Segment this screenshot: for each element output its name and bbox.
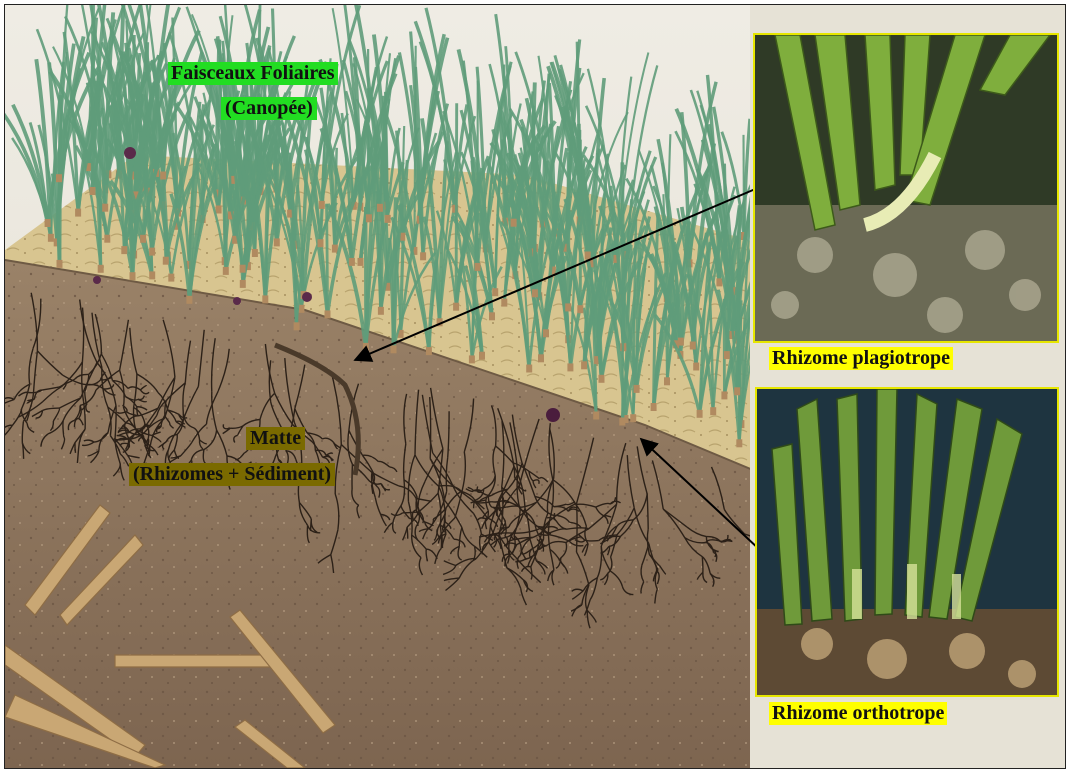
photo-rhizome-plagiotrope xyxy=(753,33,1059,343)
seagrass-leaf xyxy=(456,103,457,306)
leaf-sheath xyxy=(690,342,696,350)
label-rhizome-plagiotrope: Rhizome plagiotrope xyxy=(769,347,953,370)
leaf-sheath xyxy=(532,289,538,297)
leaf-sheath xyxy=(630,414,636,422)
leaf-sheath xyxy=(104,235,110,243)
label-matte: Matte xyxy=(246,427,305,450)
rhizome-root xyxy=(702,557,703,573)
leaf-sheath xyxy=(121,246,127,254)
leaf-sheath xyxy=(593,412,599,420)
leaf-sheath xyxy=(385,215,391,223)
leaf-sheath xyxy=(252,249,258,257)
leaf-sheath xyxy=(567,363,573,371)
leaf-sheath xyxy=(262,295,268,303)
label-faisceaux-foliaires: Faisceaux Foliaires xyxy=(168,62,338,85)
leaf-sheath xyxy=(57,260,63,268)
leaf-sheath xyxy=(298,305,304,313)
leaf-sheath xyxy=(102,204,108,212)
rhizome-root xyxy=(311,519,312,531)
leaf-sheath xyxy=(492,288,498,296)
leaf-sheath xyxy=(48,234,54,242)
leaf-sheath xyxy=(651,403,657,411)
leaf-sheath xyxy=(634,385,640,393)
leaf-sheath xyxy=(240,280,246,288)
leaf-sheath xyxy=(511,219,517,227)
leaf-sheath xyxy=(168,274,174,282)
leaf-sheath xyxy=(318,239,324,247)
leaf-sheath xyxy=(140,235,146,243)
leaf-sheath xyxy=(664,377,670,385)
leaf-sheath xyxy=(721,391,727,399)
leaf-sheath xyxy=(543,329,549,337)
leaf-sheath xyxy=(366,214,372,222)
label-rhizome-orthotrope: Rhizome orthotrope xyxy=(769,702,947,725)
diagram-frame: Rhizome plagiotrope xyxy=(4,4,1066,769)
rhizome-root xyxy=(407,527,408,539)
leaf-sheath xyxy=(489,312,495,320)
leaf-sheath xyxy=(186,296,192,304)
leaf-sheath xyxy=(526,365,532,373)
leaf-sheath xyxy=(240,265,246,273)
leaf-sheath xyxy=(724,351,730,359)
leaf-sheath xyxy=(90,187,96,195)
leaf-sheath xyxy=(391,345,397,353)
leaf-sheath xyxy=(734,387,740,395)
leaf-sheath xyxy=(565,303,571,311)
leaf-sheath xyxy=(426,347,432,355)
leaf-sheath xyxy=(585,252,591,260)
leaf-sheath xyxy=(577,305,583,313)
leaf-sheath xyxy=(453,303,459,311)
leaf-sheath xyxy=(358,258,364,266)
leaf-sheath xyxy=(319,201,325,209)
leaf-sheath xyxy=(216,206,222,214)
leaf-sheath xyxy=(149,271,155,279)
leaf-sheath xyxy=(377,204,383,212)
leaf-sheath xyxy=(56,174,62,182)
leaf-sheath xyxy=(332,245,338,253)
seagrass-leaf xyxy=(622,225,623,421)
rhizome-root xyxy=(75,443,76,453)
leaf-sheath xyxy=(697,410,703,418)
leaf-sheath xyxy=(294,322,300,330)
leaf-sheath xyxy=(349,258,355,266)
leaf-sheath xyxy=(581,361,587,369)
leaf-sheath xyxy=(538,354,544,362)
leaf-sheath xyxy=(599,375,605,383)
label-canopee: (Canopée) xyxy=(221,97,317,120)
photo-rhizome-orthotrope xyxy=(755,387,1059,697)
leaf-sheath xyxy=(149,248,155,256)
leaf-sheath xyxy=(678,338,684,346)
leaf-sheath xyxy=(710,407,716,415)
leaf-sheath xyxy=(475,263,481,271)
label-rhizomes-sediment: (Rhizomes + Sédiment) xyxy=(129,463,335,486)
leaf-sheath xyxy=(363,343,369,351)
leaf-sheath xyxy=(274,238,280,246)
leaf-sheath xyxy=(469,355,475,363)
leaf-sheath xyxy=(716,278,722,286)
leaf-sheath xyxy=(619,418,625,426)
leaf-sheath xyxy=(75,209,81,217)
leaf-sheath xyxy=(501,299,507,307)
leaf-sheath xyxy=(420,252,426,260)
leaf-sheath xyxy=(98,265,104,273)
leaf-sheath xyxy=(378,307,384,315)
leaf-sheath xyxy=(163,257,169,265)
seagrass-leaf xyxy=(744,135,745,236)
leaf-sheath xyxy=(736,439,742,447)
leaf-sheath xyxy=(130,272,136,280)
leaf-sheath xyxy=(45,219,51,227)
leaf-sheath xyxy=(160,172,166,180)
leaf-sheath xyxy=(223,267,229,275)
leaf-sheath xyxy=(325,310,331,318)
leaf-sheath xyxy=(693,363,699,371)
leaf-sheath xyxy=(479,352,485,360)
seagrass-leaf xyxy=(394,197,396,349)
